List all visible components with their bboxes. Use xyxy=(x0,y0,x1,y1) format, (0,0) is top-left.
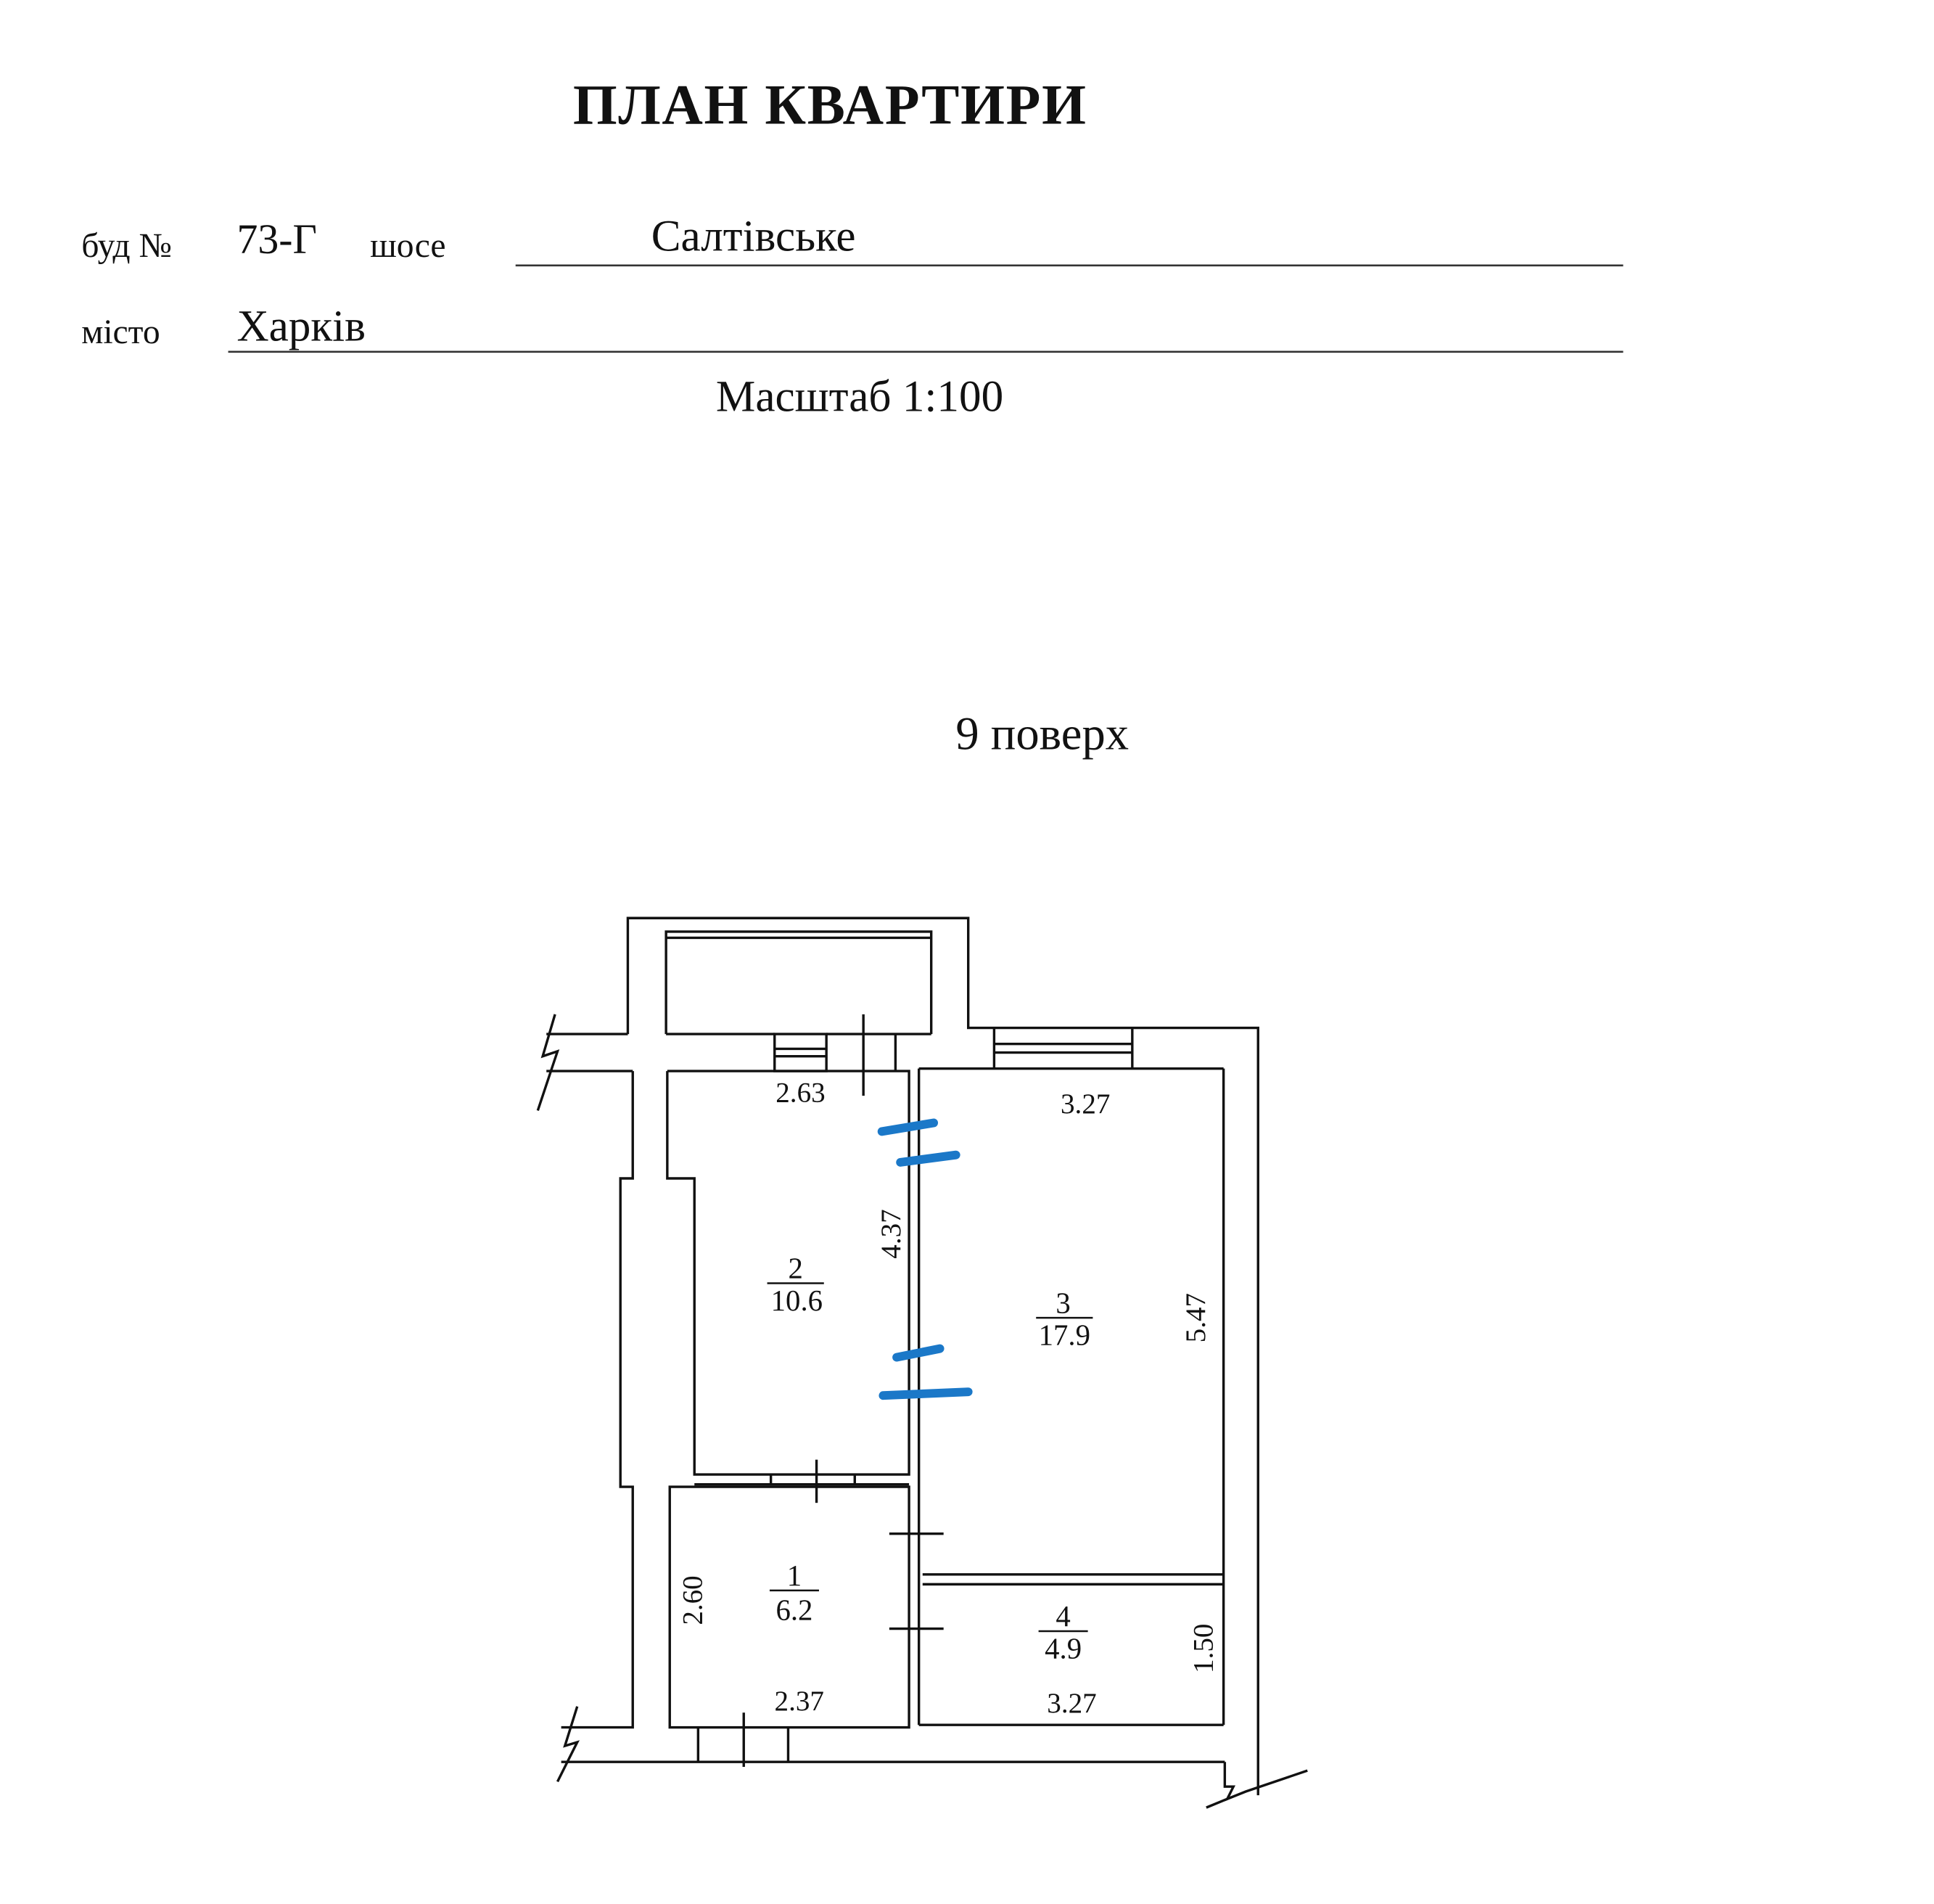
room-2-label: 2 10.6 xyxy=(767,1252,824,1317)
document-title: ПЛАН КВАРТИРИ xyxy=(573,73,1087,136)
room-number: 1 xyxy=(787,1559,802,1592)
dim-room2-width: 2.63 xyxy=(775,1078,825,1109)
city-label: місто xyxy=(81,313,160,351)
city-name: Харків xyxy=(236,302,366,351)
dim-room1-length: 2.60 xyxy=(677,1575,708,1625)
room-number: 3 xyxy=(1056,1287,1070,1319)
room-area: 4.9 xyxy=(1045,1632,1082,1665)
room-area: 10.6 xyxy=(771,1284,823,1317)
room-area: 6.2 xyxy=(775,1594,812,1627)
building-label: буд № xyxy=(81,227,172,265)
room-4-label: 4 4.9 xyxy=(1038,1600,1088,1665)
dim-room4-length: 1.50 xyxy=(1188,1624,1219,1673)
dim-room3-width: 3.27 xyxy=(1061,1088,1110,1120)
walls xyxy=(536,916,1308,1809)
room-1-label: 1 6.2 xyxy=(769,1559,819,1627)
blue-marker-annotations xyxy=(877,1118,973,1400)
dim-room4-width: 3.27 xyxy=(1047,1688,1096,1719)
street-name: Салтівське xyxy=(651,211,856,260)
floor-label: 9 поверх xyxy=(955,707,1129,759)
street-type-label: шосе xyxy=(370,227,445,265)
building-number: 73-Г xyxy=(236,216,316,263)
dim-room1-width: 2.37 xyxy=(775,1686,824,1717)
scale-label: Масштаб 1:100 xyxy=(716,372,1003,421)
room-area: 17.9 xyxy=(1039,1319,1090,1352)
room-number: 4 xyxy=(1056,1600,1070,1633)
room-3-label: 3 17.9 xyxy=(1036,1287,1093,1352)
dim-room2-length: 4.37 xyxy=(876,1209,907,1258)
room-number: 2 xyxy=(788,1252,802,1285)
dim-room3-length: 5.47 xyxy=(1180,1293,1211,1342)
